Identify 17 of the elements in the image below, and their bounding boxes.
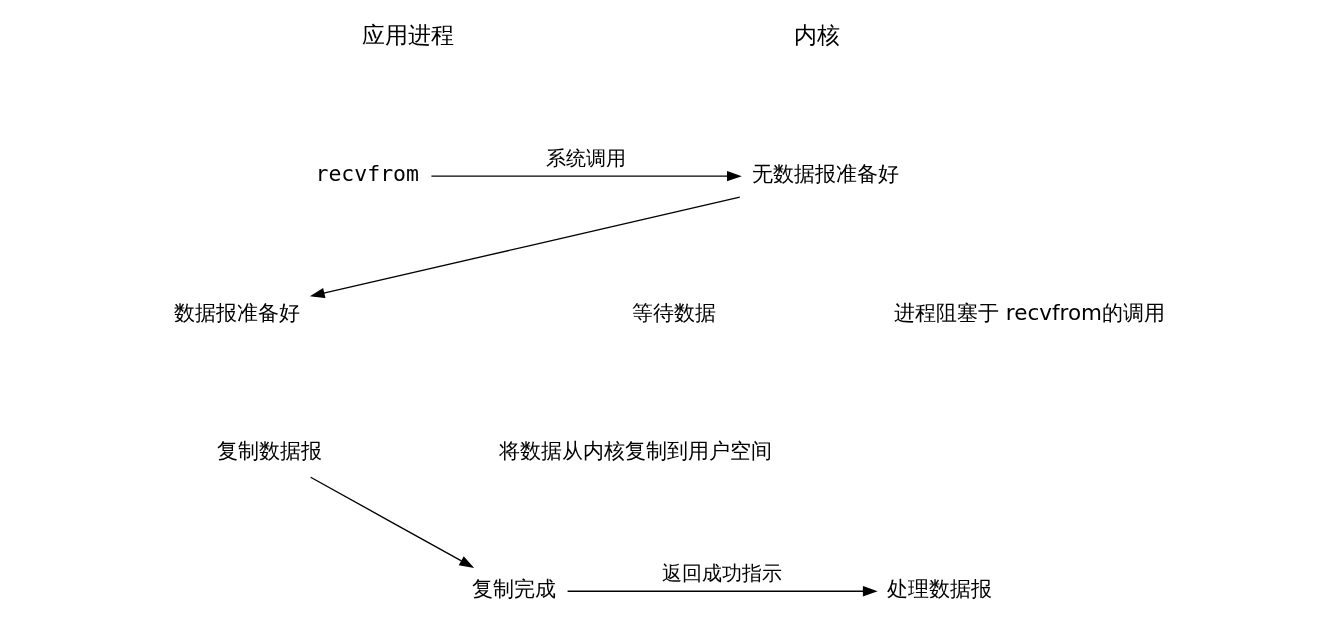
arrow (309, 476, 475, 568)
label: 应用进程 (361, 23, 454, 49)
node-text: 无数据报准备好 (751, 161, 899, 187)
label: 进程阻塞于 recvfrom的调用 (894, 299, 1165, 325)
label: 内核 (794, 23, 841, 49)
label: 将数据从内核复制到用户空间 (499, 437, 773, 463)
label: 等待数据 (631, 299, 716, 325)
node-text: 处理数据报 (887, 576, 993, 602)
arrow (430, 170, 742, 182)
arrow (309, 196, 741, 299)
arrow (566, 586, 878, 597)
edge-label: 系统调用 (545, 146, 626, 171)
edge-label: 返回成功指示 (661, 561, 782, 586)
node-text: recvfrom (315, 161, 419, 187)
node-text: 复制数据报 (216, 437, 322, 463)
node-text: 数据报准备好 (173, 299, 300, 325)
node-text: 复制完成 (471, 576, 556, 602)
